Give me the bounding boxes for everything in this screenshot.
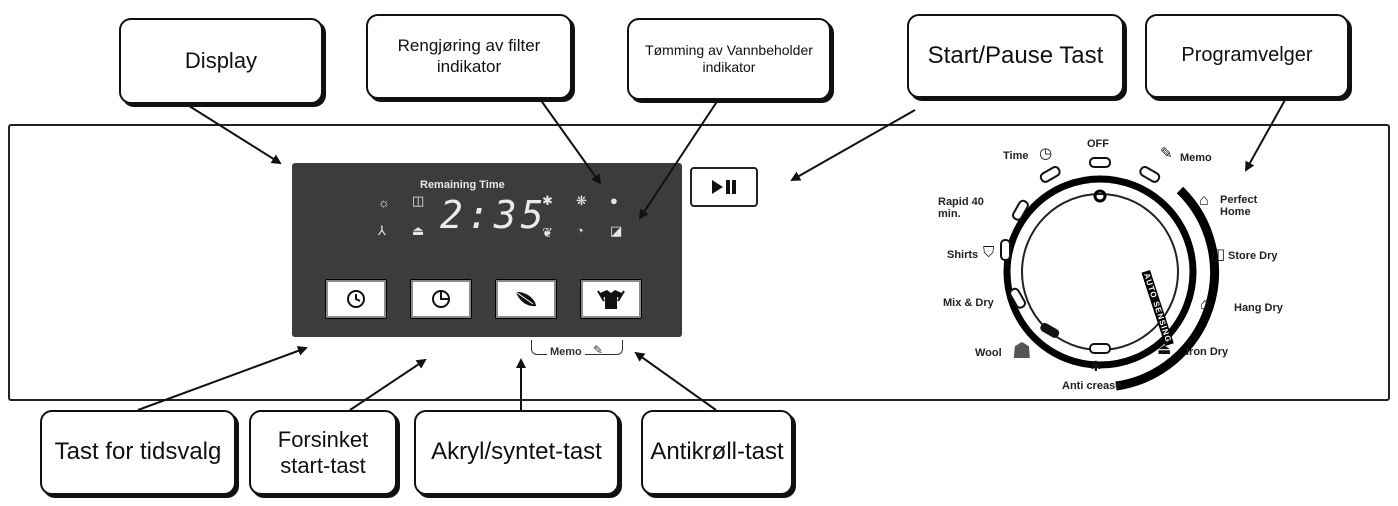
home-icon: ⌂ <box>1199 192 1209 209</box>
memo-label: Memo <box>547 346 585 358</box>
anti-crease-dial-icon: ✱ <box>1090 358 1102 374</box>
delay-start-button[interactable] <box>410 279 472 319</box>
time-clock-icon: ◷ <box>1039 145 1053 162</box>
time-select-button[interactable] <box>325 279 387 319</box>
arrow-delay-start <box>349 358 427 411</box>
remaining-time-label: Remaining Time <box>420 179 505 191</box>
iron-icon: ⏏ <box>412 223 425 238</box>
arrow-filter-indicator <box>539 98 602 185</box>
fan-icon: ❋ <box>576 193 587 208</box>
cupboard-icon: ◫ <box>412 193 425 208</box>
timer-indicator-icon: ◔ <box>576 223 584 238</box>
delay-clock-icon <box>432 290 450 308</box>
leaf-icon <box>515 291 536 307</box>
clock-icon <box>347 290 365 308</box>
program-perfect-home: Perfect Home <box>1220 194 1258 219</box>
start-pause-button[interactable] <box>690 167 758 207</box>
program-shirts: Shirts <box>947 249 979 261</box>
callout-filter-indicator: Rengjøring av filter indikator <box>366 14 572 99</box>
callout-start-pause: Start/Pause Tast <box>907 14 1124 98</box>
callout-display: Display <box>119 18 323 104</box>
callout-water-indicator: Tømming av Vannbeholder indikator <box>627 18 831 100</box>
wool-marker <box>1040 323 1060 338</box>
hanger-icon: ⅄ <box>378 223 386 238</box>
program-markers <box>1000 157 1161 354</box>
callout-anti-crease: Antikrøll-tast <box>641 410 793 495</box>
water-tank-indicator-icon: ◪ <box>610 223 623 238</box>
arrow-start-pause <box>790 109 916 181</box>
program-iron-dry: Iron Dry <box>1186 346 1229 358</box>
arrow-water-indicator <box>638 99 719 220</box>
program-store-dry: Store Dry <box>1228 250 1278 262</box>
shirts-icon: ⛉ <box>983 244 995 261</box>
play-pause-icon <box>712 180 736 194</box>
arrow-program-selector <box>1245 99 1286 172</box>
hanger-dial-icon: ⌂ <box>1200 296 1210 313</box>
anti-crease-button[interactable] <box>580 279 642 319</box>
program-rapid: Rapid 40 min. <box>938 196 984 221</box>
dial-indicator-mark <box>1093 189 1107 203</box>
callout-program-selector: Programvelger <box>1145 14 1349 98</box>
arrow-time-select <box>137 346 308 411</box>
arrow-display <box>185 103 282 165</box>
callout-delay-start: Forsinket start-tast <box>249 410 397 495</box>
leaf-indicator-icon: ❦ <box>542 225 553 240</box>
shirt-icon <box>597 290 625 309</box>
wool-icon: ☗ <box>1012 338 1032 363</box>
shirt-indicator-icon: ✱ <box>542 193 553 208</box>
program-memo: Memo <box>1180 152 1212 164</box>
program-anti-crease: Anti crease <box>1062 380 1122 392</box>
memo-pen-dial-icon: ✎ <box>1160 145 1173 162</box>
program-hang-dry: Hang Dry <box>1234 302 1283 314</box>
auto-sensing-arc <box>1115 186 1220 391</box>
program-wool: Wool <box>975 347 1002 359</box>
callout-acrylic: Akryl/syntet-tast <box>414 410 619 495</box>
program-time: Time <box>1003 150 1029 162</box>
dry-level-icon: ☼ <box>378 195 390 210</box>
filter-indicator-icon: ● <box>610 193 618 208</box>
iron-dial-icon: ⏏ <box>1157 341 1172 358</box>
acrylic-button[interactable] <box>495 279 557 319</box>
time-readout: 2:35 <box>440 193 548 237</box>
callout-time-select: Tast for tidsvalg <box>40 410 236 495</box>
arrow-anti-crease <box>634 351 717 411</box>
cupboard-dial-icon: ◫ <box>1211 246 1226 263</box>
program-off: OFF <box>1087 138 1109 150</box>
memo-pen-icon: ✎ <box>593 343 604 357</box>
program-mix-dry: Mix & Dry <box>943 297 994 309</box>
